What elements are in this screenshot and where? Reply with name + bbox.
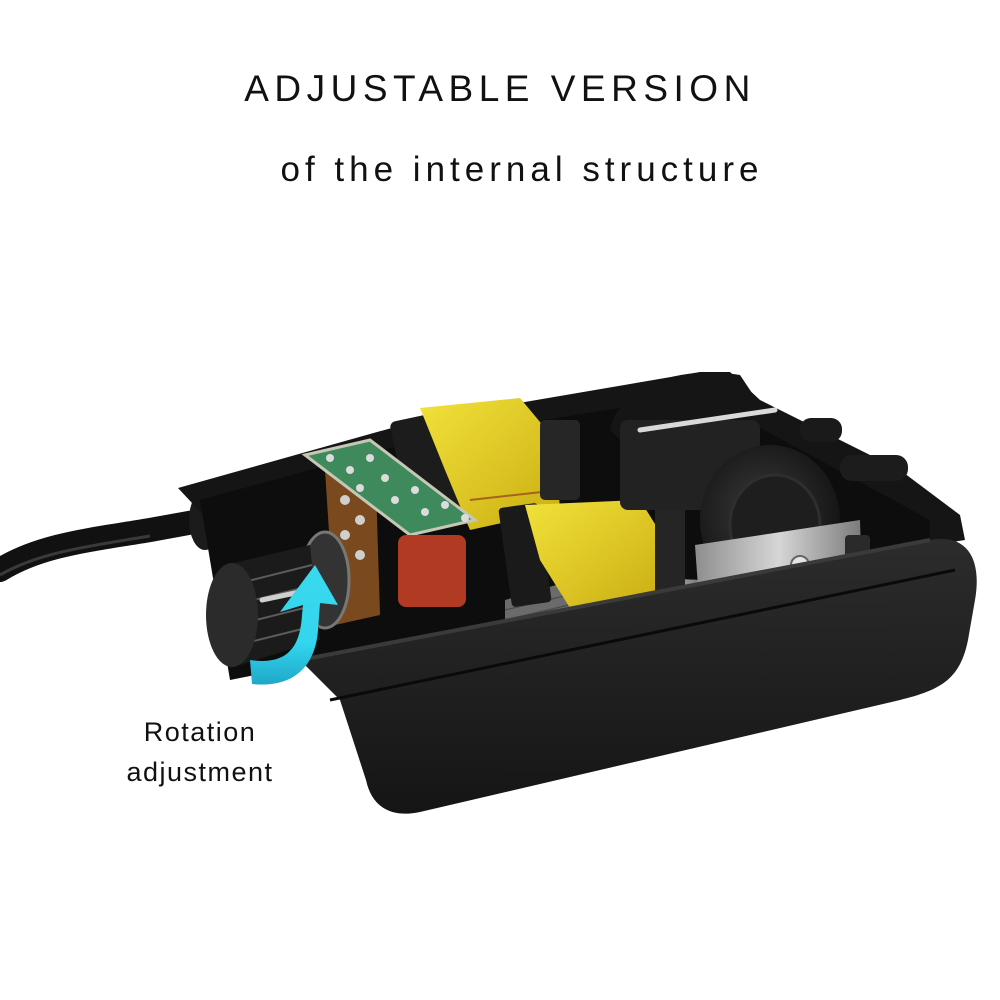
page-subtitle: of the internal structure [280, 150, 764, 189]
rotation-adjustment-label: Rotation adjustment [100, 712, 300, 792]
rotation-knob[interactable] [206, 545, 320, 667]
circuit-board [301, 438, 479, 537]
callout-line-2: adjustment [126, 757, 274, 787]
capacitor [398, 535, 466, 607]
curved-arrow-up-icon [250, 565, 338, 685]
housing-front [300, 538, 977, 814]
air-outlet-nozzles [800, 418, 908, 481]
product-photo [0, 340, 1000, 860]
yellow-coil-lower [498, 500, 685, 608]
page-title: ADJUSTABLE VERSION [244, 68, 756, 109]
callout-line-1: Rotation [143, 717, 257, 747]
